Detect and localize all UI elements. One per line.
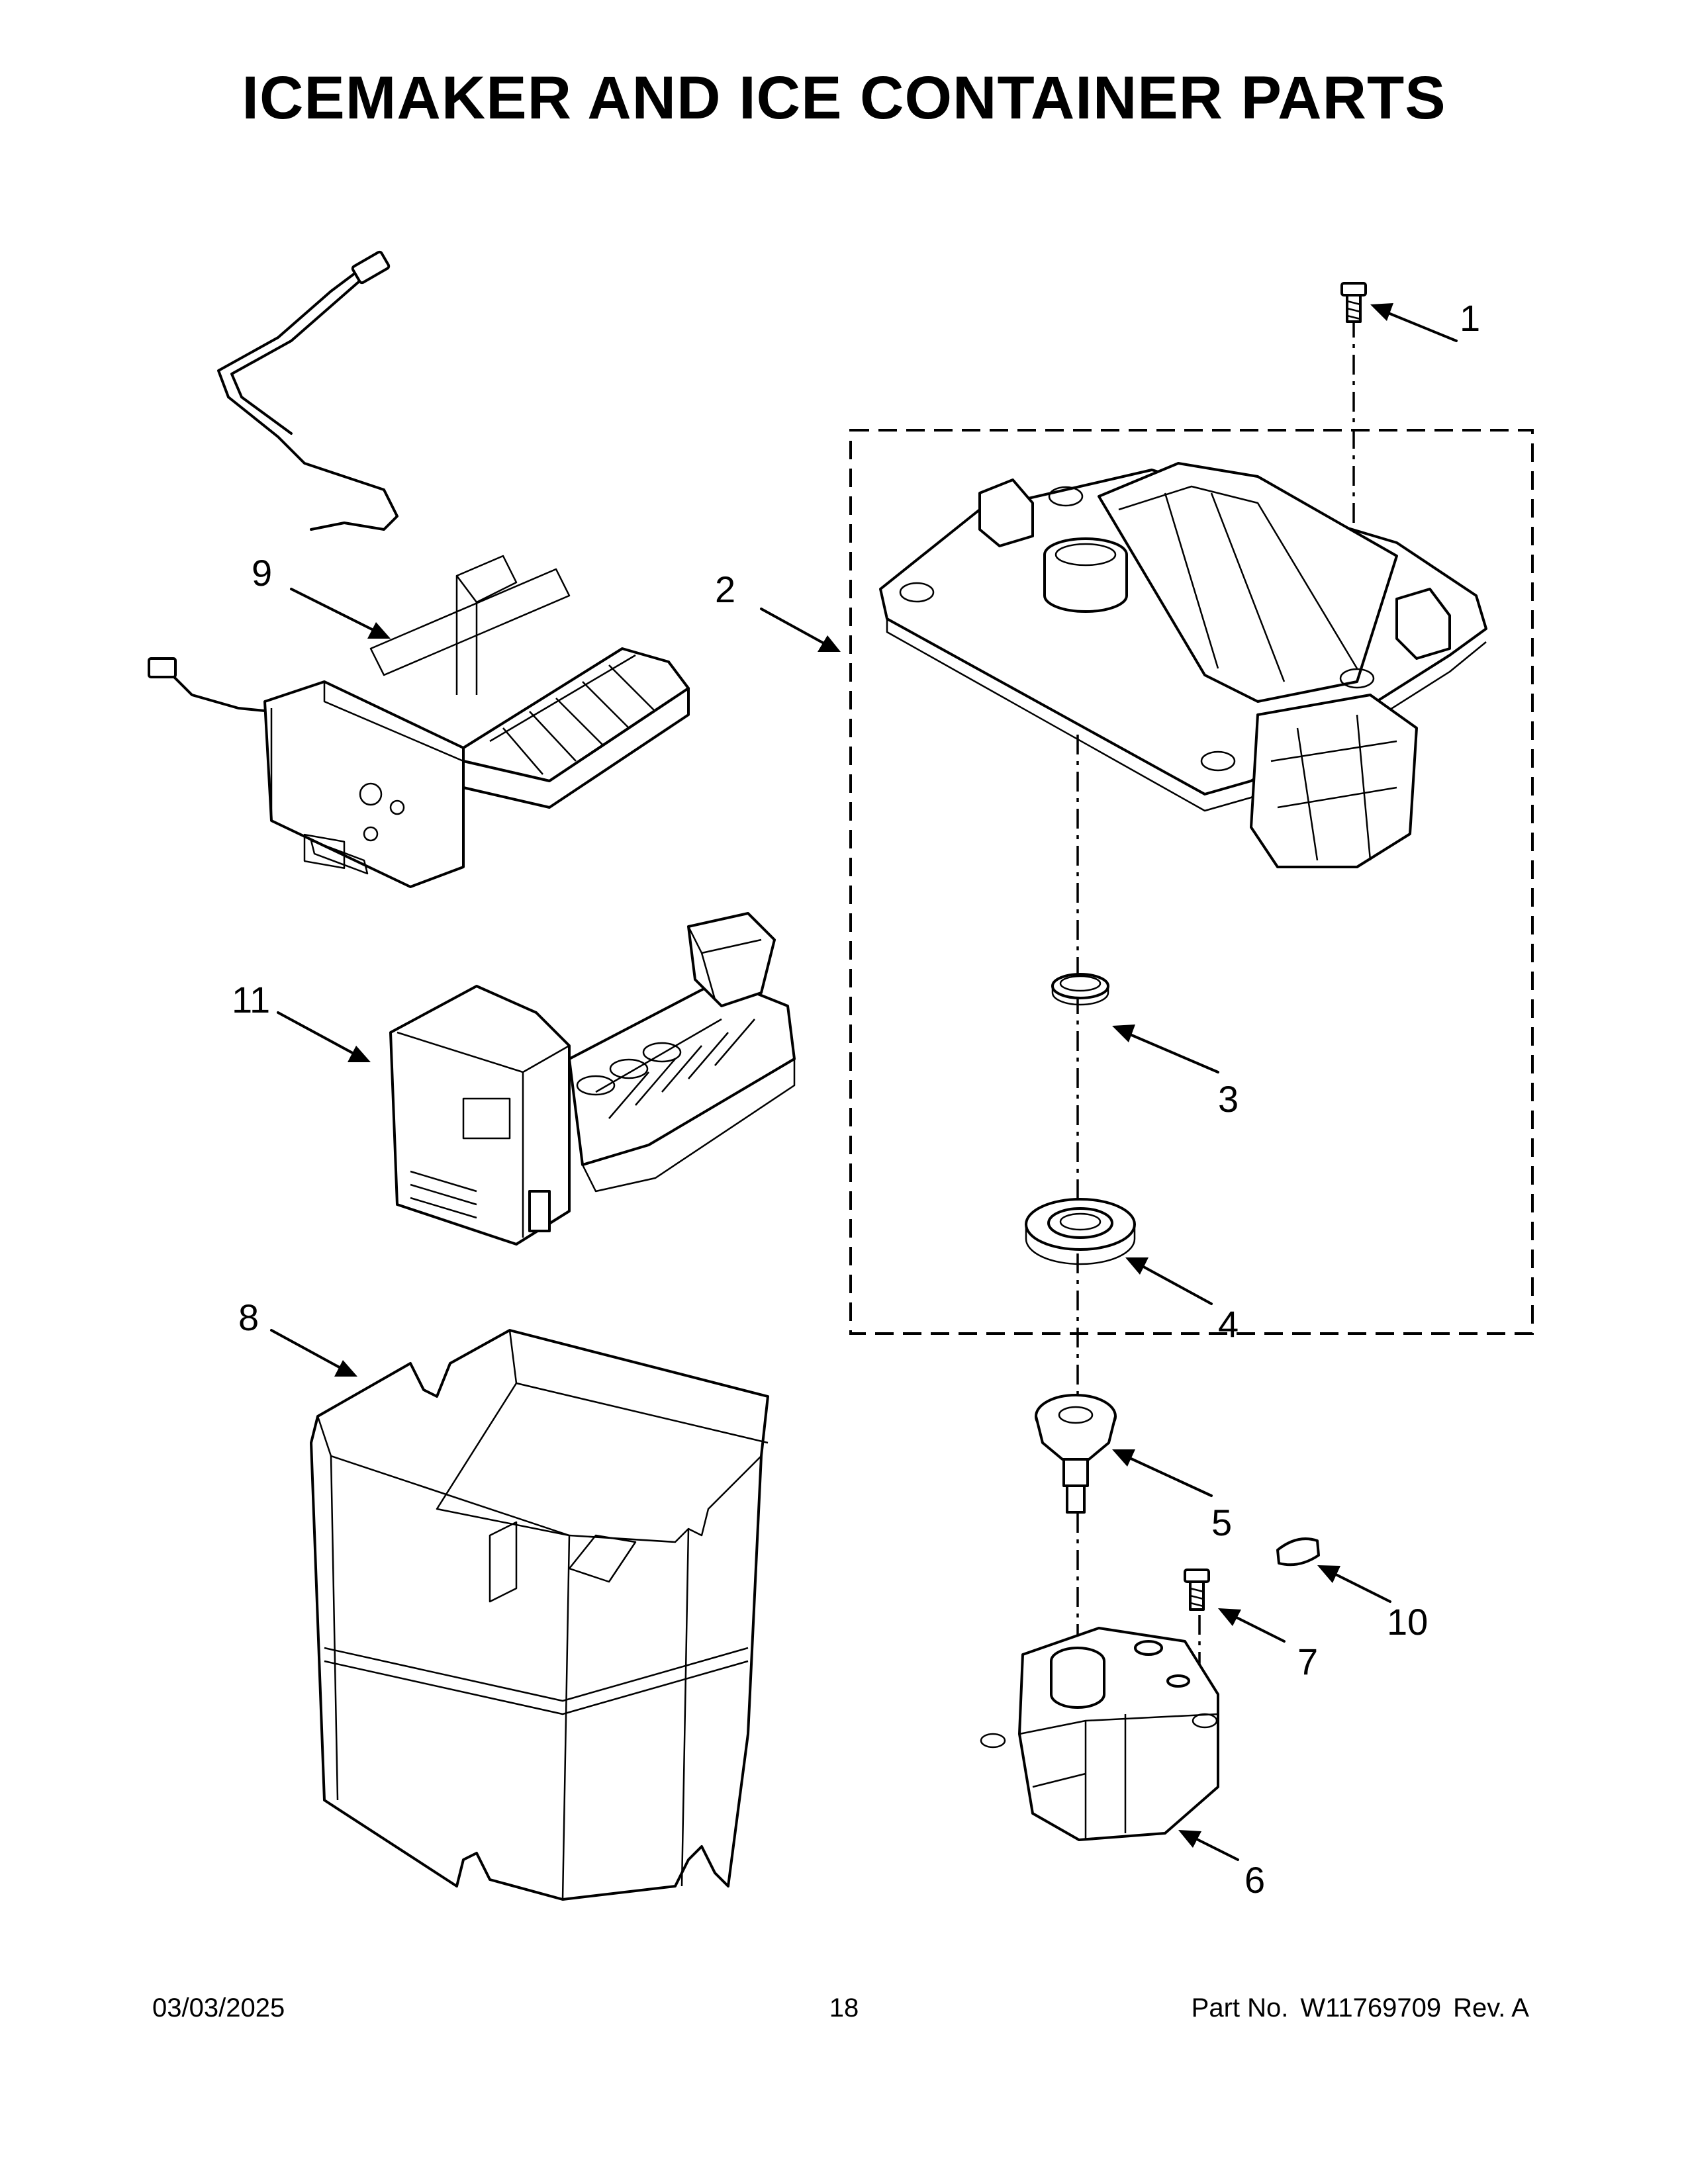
part-icemaker-11: [389, 912, 796, 1246]
part-auger-motor-6: [980, 1627, 1219, 1841]
callout-5: 5: [1211, 1502, 1232, 1543]
part-screw-1: [1340, 282, 1367, 323]
footer-page-number: 18: [829, 1993, 859, 2023]
part-container-cover-2: [879, 462, 1487, 868]
part-bearing-4: [1025, 1198, 1136, 1265]
callout-9: 9: [252, 552, 272, 594]
callout-8: 8: [238, 1297, 259, 1338]
callout-1: 1: [1460, 297, 1480, 339]
part-clip-10: [1276, 1537, 1320, 1567]
callout-2: 2: [715, 569, 735, 610]
footer-part-info: Part No. W11769709 Rev. A: [1180, 1993, 1529, 2023]
part-icemaker-9: [148, 250, 690, 888]
part-screw-7: [1184, 1569, 1210, 1611]
part-ice-bin-8: [310, 1329, 769, 1901]
footer-date: 03/03/2025: [152, 1993, 285, 2023]
callout-6: 6: [1244, 1859, 1265, 1901]
callout-10: 10: [1387, 1601, 1428, 1643]
footer-part-label: Part No.: [1191, 1993, 1289, 2023]
callout-11: 11: [232, 979, 270, 1021]
part-ring-3: [1051, 973, 1109, 1006]
leader-arrows: [270, 303, 1458, 1861]
footer-revision: Rev. A: [1453, 1993, 1529, 2023]
footer-part-number: W11769709: [1300, 1993, 1442, 2023]
page-title: ICEMAKER AND ICE CONTAINER PARTS: [242, 64, 1446, 132]
callout-4: 4: [1218, 1303, 1239, 1345]
assembly-group-box: [849, 429, 1534, 1335]
callout-3: 3: [1218, 1078, 1239, 1120]
callout-7: 7: [1297, 1641, 1318, 1682]
part-coupler-5: [1035, 1394, 1117, 1514]
